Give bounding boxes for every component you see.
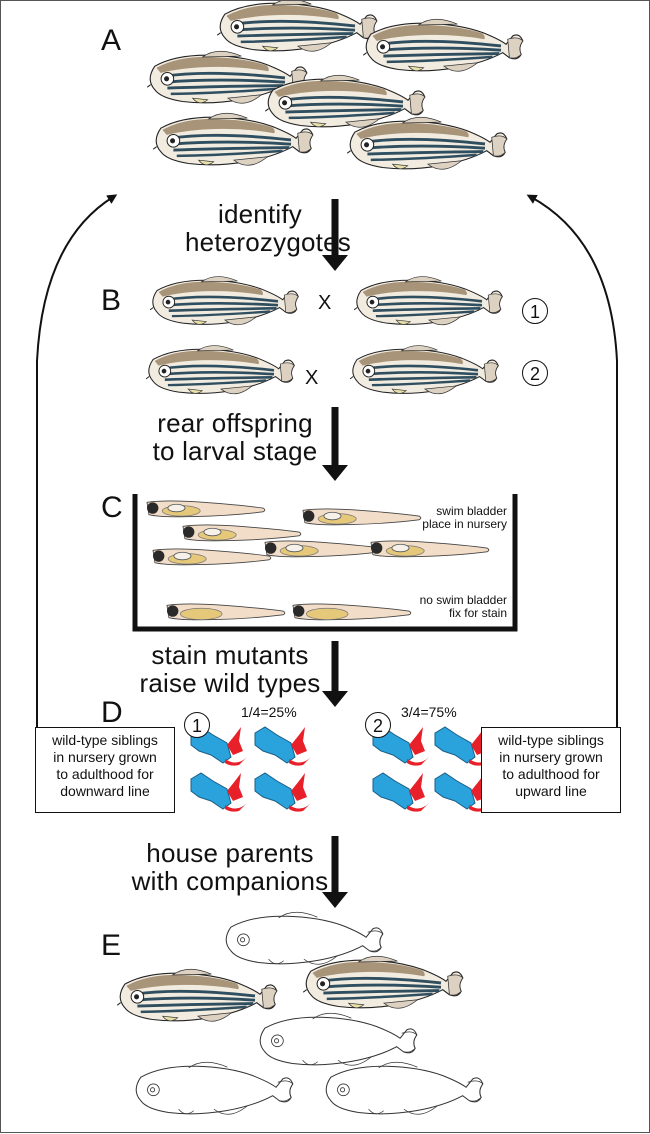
panel-label-a: A — [101, 24, 122, 57]
tank — [132, 494, 518, 632]
step-rear-line2: to larval stage — [152, 436, 318, 466]
companion-fish-3 — [135, 1061, 294, 1115]
arrow-down-4-head — [322, 892, 348, 908]
note-left-line4: downward line — [60, 783, 150, 799]
zebrafish-parent-housed-1 — [115, 967, 279, 1023]
larva-swim-bladder-6 — [370, 540, 490, 558]
tank-label-top-line2: place in nursery — [422, 517, 507, 531]
step-rear: rear offspring to larval stage — [135, 409, 335, 465]
arrow-down-1-head — [322, 255, 348, 271]
zebrafish-adult-4 — [263, 73, 427, 129]
ratio-2: 3/4=75% — [401, 704, 457, 720]
stained-cartilage-2 — [254, 726, 312, 767]
ratio-1: 1/4=25% — [241, 704, 297, 720]
tank-label-bottom-line1: no swim bladder — [419, 593, 507, 607]
cross-mark-1: X — [318, 292, 332, 314]
group-number-2: 2 — [365, 712, 391, 738]
tank-label-bottom-line2: fix for stain — [448, 606, 507, 620]
zebrafish-adult-2 — [361, 17, 525, 73]
panel-label-c: C — [101, 491, 123, 524]
return-arrow-right — [526, 194, 618, 729]
note-right-line2: in nursery grown — [499, 749, 603, 765]
panel-label-e: E — [101, 929, 122, 962]
note-right-line4: upward line — [515, 783, 587, 799]
panel-label-b: B — [101, 284, 122, 317]
note-left-line3: to adulthood for — [56, 766, 154, 782]
note-left-line2: in nursery grown — [53, 749, 157, 765]
step-stain-line2: raise wild types — [139, 668, 321, 698]
zebrafish-parent-4 — [348, 344, 500, 396]
arrow-down-3-head — [322, 691, 348, 707]
larva-swim-bladder-5 — [264, 540, 384, 558]
larva-no-swim-bladder-1 — [166, 603, 286, 621]
stained-cartilage-7 — [372, 772, 430, 813]
step-stain-line1: stain mutants — [151, 640, 309, 670]
step-identify-line2: heterozygotes — [185, 227, 351, 257]
return-arrow-left — [36, 194, 118, 729]
group-number-1: 1 — [184, 712, 210, 738]
stained-cartilage-4 — [254, 772, 312, 813]
cross-mark-2: X — [305, 367, 319, 389]
cross-number-1: 1 — [522, 298, 548, 324]
step-house-line2: with companions — [131, 866, 329, 896]
stained-cartilage-3 — [190, 772, 248, 813]
zebrafish-parent-1 — [148, 275, 300, 327]
zebrafish-adult-1 — [215, 1, 379, 53]
note-right-line3: to adulthood for — [502, 766, 600, 782]
zebrafish-parent-3 — [144, 344, 296, 396]
arrow-down-2-head — [322, 465, 348, 481]
note-left-line1: wild-type siblings — [52, 732, 158, 748]
panel-label-d: D — [101, 696, 123, 729]
zebrafish-adult-6 — [345, 115, 509, 171]
note-right-line1: wild-type siblings — [498, 732, 604, 748]
step-identify: identify heterozygotes — [185, 199, 351, 257]
return-arrows — [36, 194, 618, 729]
zebrafish-parent-housed-2 — [301, 954, 465, 1010]
step-stain: stain mutants raise wild types — [125, 641, 335, 697]
step-house-line1: house parents — [146, 838, 314, 868]
companion-fish-1 — [225, 911, 384, 965]
tank-label-top-line1: swim bladder — [436, 504, 507, 518]
flow-arrows — [322, 199, 348, 908]
step-identify-line1: identify — [218, 199, 302, 229]
companion-fish-2 — [259, 1012, 418, 1066]
tank-label-top: swim bladder place in nursery — [381, 505, 507, 531]
tank-label-bottom: no swim bladder fix for stain — [381, 594, 507, 620]
step-house: house parents with companions — [125, 839, 335, 895]
larva-swim-bladder-3 — [182, 524, 302, 542]
step-rear-line1: rear offspring — [157, 408, 313, 438]
cross-number-2: 2 — [522, 360, 548, 386]
note-downward-line: wild-type siblings in nursery grown to a… — [35, 727, 175, 813]
fish-layer — [115, 1, 525, 1115]
zebrafish-parent-2 — [352, 275, 504, 327]
larva-swim-bladder-1 — [146, 500, 266, 518]
larva-swim-bladder-4 — [152, 548, 272, 566]
companion-fish-4 — [325, 1061, 484, 1115]
note-upward-line: wild-type siblings in nursery grown to a… — [481, 727, 621, 813]
